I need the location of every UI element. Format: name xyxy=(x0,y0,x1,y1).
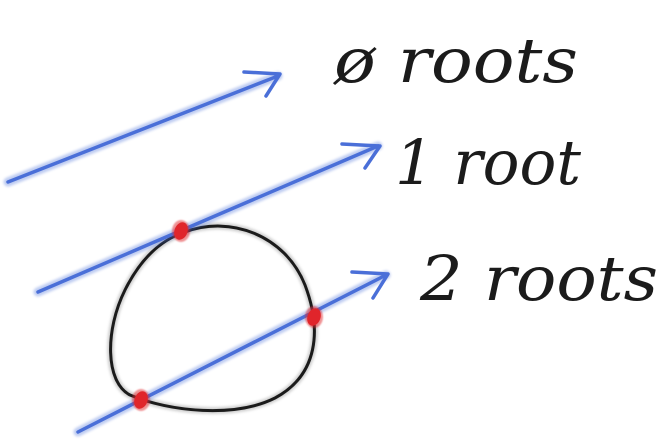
label-one-root: 1 root xyxy=(395,126,581,199)
line-two-roots xyxy=(73,270,391,437)
arrowhead-two-roots xyxy=(350,270,390,300)
line-no-roots-shaft xyxy=(6,74,280,184)
line-two-roots-shaft xyxy=(76,273,388,434)
line-one-root-shaft xyxy=(36,144,380,294)
label-two-roots: 2 roots xyxy=(419,242,658,315)
intersection-point-tangent xyxy=(174,222,188,240)
intersection-point-secant-left xyxy=(134,391,148,409)
circle-stroke xyxy=(109,224,316,413)
label-zero-roots: ø roots xyxy=(333,24,578,97)
circle xyxy=(107,222,318,415)
arrowhead-one-root xyxy=(340,142,382,170)
line-no-roots xyxy=(3,70,283,187)
intersection-points xyxy=(132,220,323,411)
intersection-point-secant-right xyxy=(307,308,321,326)
arrowhead-no-roots xyxy=(242,70,282,98)
line-one-root xyxy=(33,141,383,297)
